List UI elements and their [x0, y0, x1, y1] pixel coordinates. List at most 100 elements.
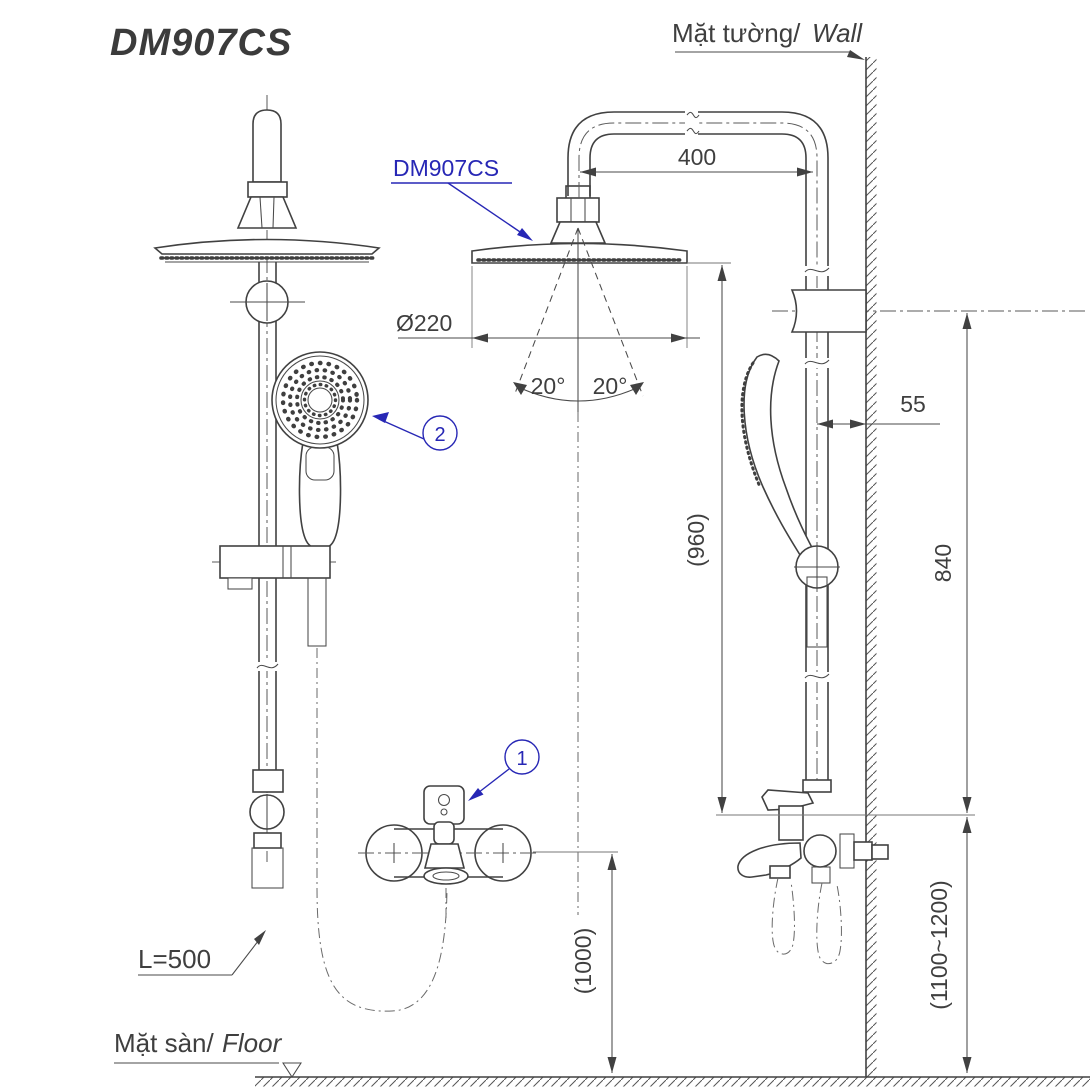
lower-nut [252, 769, 284, 793]
dim-arm-reach-text: 400 [678, 144, 716, 170]
wall-hatching [866, 57, 877, 1077]
mixer-spout-body [423, 843, 466, 869]
hose-thread-block [251, 847, 284, 889]
arm-break-symbol [686, 111, 700, 135]
side-view-figure: L=500 2 [138, 95, 458, 1012]
dim-arrow [717, 265, 727, 281]
callout-1-badge [504, 739, 540, 775]
callout-2-badge [422, 415, 458, 451]
dim-arrow [797, 167, 813, 177]
dim-bracket-to-mixer-text: 840 [930, 544, 956, 582]
hose-spring-side [806, 576, 828, 648]
top-cap [252, 109, 282, 183]
gooseneck-arm [567, 107, 829, 272]
dim-head-to-mixer-text: (960) [683, 513, 709, 567]
dim-arrow [607, 1057, 617, 1073]
dim-arrow [671, 333, 687, 343]
wall-union [853, 841, 873, 861]
dim-arrow [717, 797, 727, 813]
hose-spring [307, 577, 327, 647]
head-disc [153, 238, 381, 255]
wall-leader-arrow [847, 50, 865, 60]
lower-small-nut [253, 832, 282, 849]
wall-union-rear [871, 844, 889, 860]
dim-head-diameter: Ø220 [396, 266, 700, 348]
dim-arrow [472, 333, 488, 343]
hose-leader-arrow [254, 930, 266, 945]
knurled-ring [839, 833, 855, 869]
dim-arrow [607, 854, 617, 870]
center-nozzle-ring [302, 382, 338, 418]
hose-length-annotation: L=500 [138, 930, 266, 976]
dim-bracket-to-mixer: 840 [930, 313, 972, 813]
spray-edge-right [577, 227, 644, 397]
dim-mixer-install-height-text: (1100~1200) [926, 880, 952, 1009]
hose-connector-knurl [811, 866, 831, 884]
dim-mixer-install-height: (1100~1200) [926, 817, 972, 1073]
hose-length-label: L=500 [138, 944, 211, 974]
dim-arrow [962, 797, 972, 813]
wall-bracket [772, 289, 1085, 333]
callout-1-number: 1 [516, 748, 527, 770]
arc-arrow-right [630, 382, 644, 395]
hand-shower-face [271, 351, 369, 550]
riser-break-symbol [804, 673, 830, 679]
mixer-front-view [358, 785, 540, 918]
arc-arrow-left [513, 382, 527, 395]
wall: Mặt tường/ Wall [672, 18, 877, 1077]
diverter-knob [769, 865, 791, 879]
top-cone [236, 196, 298, 229]
product-label-annotation: DM907CS [391, 155, 533, 241]
dim-arrow [962, 817, 972, 833]
dim-arrow [962, 313, 972, 329]
floor: Mặt sàn/ Floor [114, 1028, 1090, 1087]
bracket-body [790, 289, 867, 333]
mixer-top-nut [802, 779, 832, 793]
overhead-shower-front [471, 242, 688, 264]
dim-arrow [580, 167, 596, 177]
floor-hatching [255, 1077, 1090, 1087]
head-profile [471, 242, 688, 264]
riser-break-symbol [804, 267, 830, 273]
callout-2-arrow [372, 412, 389, 423]
riser-pipe [803, 266, 831, 792]
product-label-arrow [517, 228, 533, 241]
floor-label-en: Floor [222, 1028, 283, 1058]
head-neck [565, 185, 591, 200]
top-nut [247, 181, 288, 198]
dim-arm-reach: 400 [580, 144, 813, 177]
spray-cone: 20° 20° [513, 227, 644, 915]
dim-mixer-to-floor: (1000) [533, 851, 618, 1073]
hand-shower-side [740, 353, 840, 648]
hand-shower-profile [743, 353, 820, 567]
spray-angle-left: 20° [531, 373, 566, 399]
mixer-valve-knob [803, 834, 837, 868]
arm-centerline [578, 122, 818, 272]
center-cap-outer [300, 380, 340, 420]
wall-label-en: Wall [812, 18, 863, 48]
overhead-shower-side [153, 238, 381, 263]
dim-head-diameter-text: Ø220 [396, 310, 452, 336]
spout-outlet-inner [432, 871, 460, 881]
nozzle-ring-inner [295, 375, 345, 425]
center-cap-inner [307, 387, 333, 413]
dim-mixer-to-floor-text: (1000) [570, 928, 596, 994]
nozzle-ring-outer [280, 360, 360, 440]
nozzle-ring-mid [287, 367, 353, 433]
shower-hose-curve [316, 648, 448, 1012]
dim-arrow [962, 1057, 972, 1073]
callout-2-leader [378, 418, 425, 440]
callout-1-arrow [468, 788, 484, 801]
hose-loop-right [816, 882, 842, 965]
spray-face-texture [740, 361, 762, 489]
callout-hand-shower: 2 [372, 412, 458, 451]
callout-2-number: 2 [434, 424, 445, 446]
cone-detail-line [259, 196, 263, 229]
floor-label-vi: Mặt sàn/ [114, 1028, 214, 1058]
bracket-body [219, 545, 331, 579]
dim-pipe-wall-offset-text: 55 [900, 391, 926, 417]
installation-view-figure: 400 55 (960) 840 [567, 107, 1085, 1073]
mixer-side-view [737, 779, 889, 965]
